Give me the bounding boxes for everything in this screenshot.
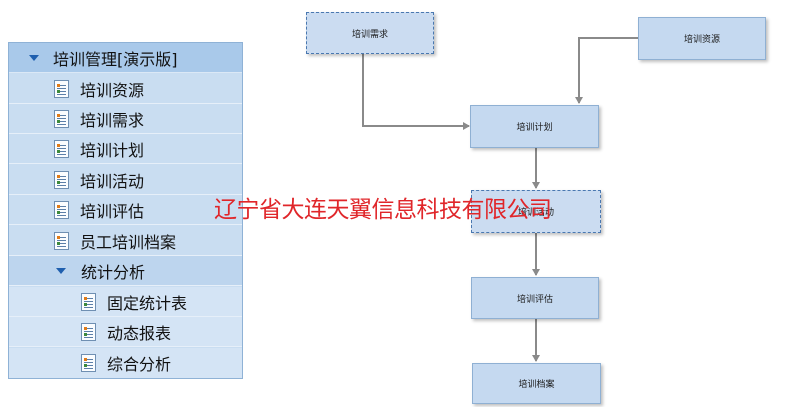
connector-demand-to-plan bbox=[362, 54, 470, 130]
tree-group-statistics[interactable]: 统计分析 bbox=[9, 256, 242, 286]
tree-item-label: 培训评估 bbox=[80, 201, 145, 221]
document-icon bbox=[81, 292, 96, 311]
tree-item-dynamic-report[interactable]: 动态报表 bbox=[9, 317, 242, 347]
flow-node-training-demand[interactable]: 培训需求 bbox=[306, 12, 434, 54]
navigation-tree: 培训管理[演示版] 培训资源 培训需求 培训计划 培训活动 培训评估 员工培训档… bbox=[8, 42, 243, 379]
node-label: 培训需求 bbox=[351, 29, 388, 40]
connector-resource-to-plan bbox=[575, 37, 638, 104]
tree-group-label: 统计分析 bbox=[81, 262, 146, 282]
tree-item-label: 固定统计表 bbox=[107, 293, 188, 313]
tree-item-employee-training-archive[interactable]: 员工培训档案 bbox=[9, 226, 242, 256]
tree-item-label: 培训资源 bbox=[80, 80, 145, 100]
node-label: 培训计划 bbox=[516, 123, 553, 133]
flow-node-training-plan[interactable]: 培训计划 bbox=[470, 105, 599, 148]
tree-item-label: 培训需求 bbox=[80, 110, 145, 130]
tree-item-label: 综合分析 bbox=[107, 355, 172, 374]
tree-item-training-demand[interactable]: 培训需求 bbox=[9, 104, 242, 134]
tree-item-label: 培训计划 bbox=[80, 140, 145, 160]
tree-root-training-management[interactable]: 培训管理[演示版] bbox=[9, 43, 242, 73]
company-watermark: 辽宁省大连天翼信息科技有限公司 bbox=[214, 197, 552, 223]
document-icon bbox=[81, 322, 96, 341]
document-icon bbox=[54, 170, 69, 189]
node-label: 培训档案 bbox=[518, 380, 555, 390]
document-icon bbox=[81, 354, 96, 372]
tree-item-training-plan[interactable]: 培训计划 bbox=[9, 134, 242, 164]
expand-arrow-icon[interactable] bbox=[56, 267, 66, 274]
node-label: 培训活动 bbox=[517, 208, 554, 218]
tree-item-label: 员工培训档案 bbox=[80, 232, 177, 252]
document-icon bbox=[54, 79, 69, 98]
tree-item-training-activity[interactable]: 培训活动 bbox=[9, 165, 242, 195]
tree-item-comprehensive-analysis[interactable]: 综合分析 bbox=[9, 348, 242, 378]
flow-node-training-evaluation[interactable]: 培训评估 bbox=[471, 277, 599, 319]
document-icon bbox=[54, 139, 69, 158]
expand-arrow-icon[interactable] bbox=[29, 54, 39, 61]
node-label: 培训资源 bbox=[683, 35, 720, 45]
document-icon bbox=[54, 200, 69, 219]
node-label: 培训评估 bbox=[516, 294, 553, 305]
tree-item-fixed-statistics[interactable]: 固定统计表 bbox=[9, 287, 242, 317]
flow-node-training-activity[interactable]: 培训活动 bbox=[471, 190, 601, 233]
document-icon bbox=[54, 109, 69, 128]
flow-node-training-resources[interactable]: 培训资源 bbox=[638, 17, 766, 60]
document-icon bbox=[54, 231, 69, 250]
tree-item-label: 动态报表 bbox=[107, 323, 172, 343]
tree-root-label: 培训管理[演示版] bbox=[53, 49, 178, 69]
tree-item-training-resources[interactable]: 培训资源 bbox=[9, 74, 242, 104]
tree-item-label: 培训活动 bbox=[80, 171, 145, 191]
tree-item-training-evaluation[interactable]: 培训评估 bbox=[9, 195, 242, 225]
flow-node-training-archive[interactable]: 培训档案 bbox=[472, 363, 601, 404]
